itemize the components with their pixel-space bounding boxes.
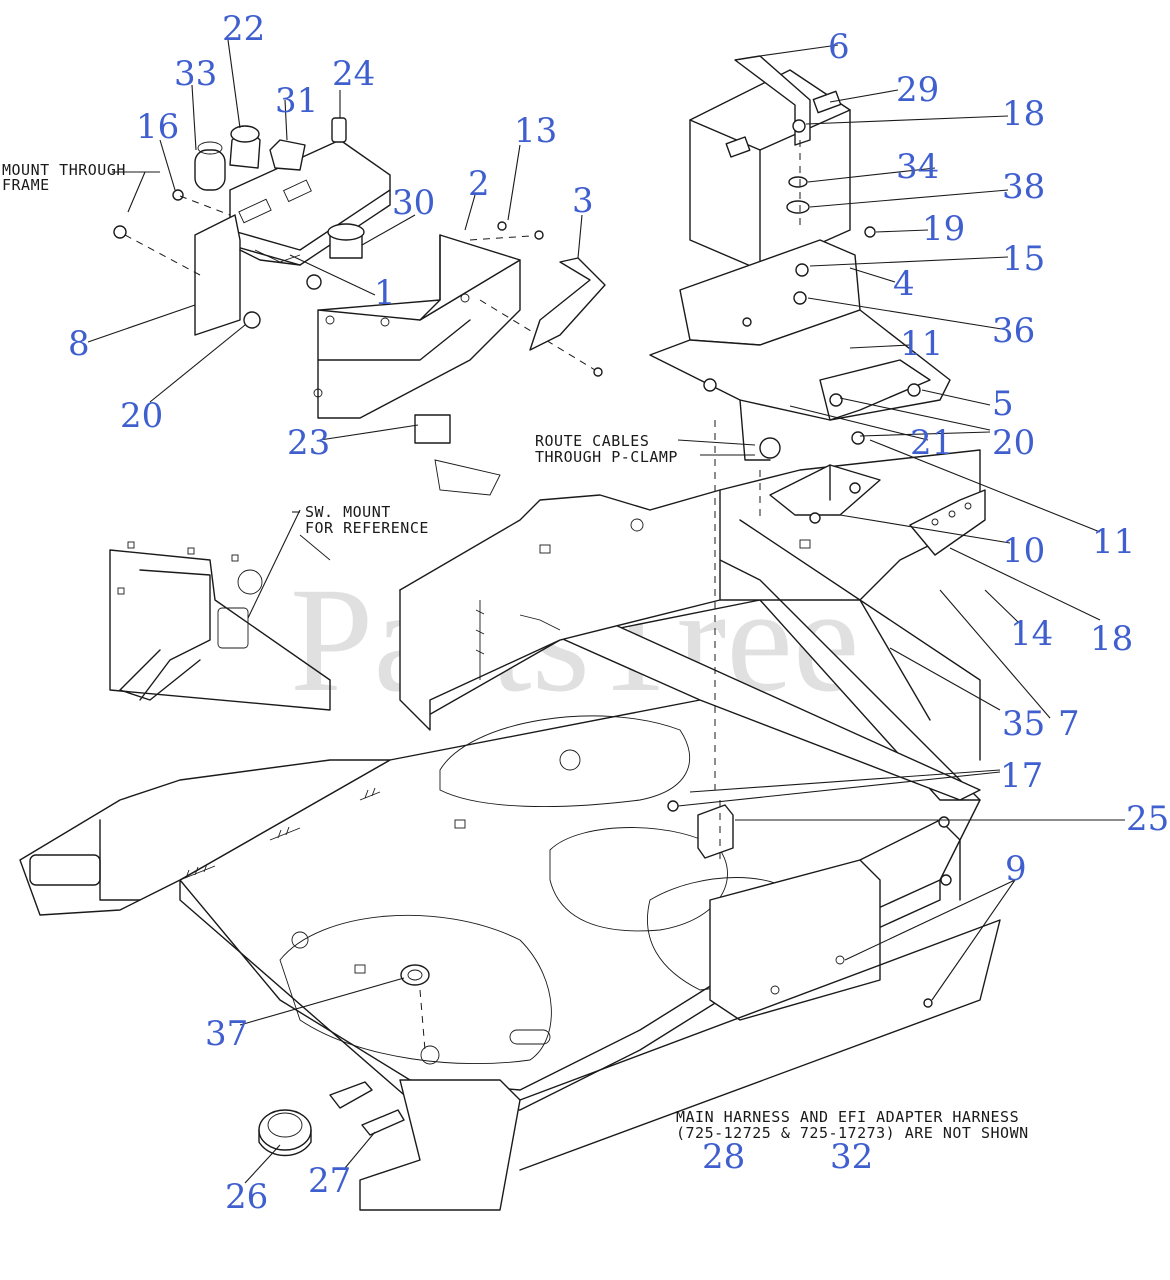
callout-4: 4 <box>893 264 915 304</box>
notes: MOUNT THROUGH FRAME ROUTE CABLES THROUGH… <box>2 161 1029 1142</box>
cover-shroud <box>313 221 603 419</box>
callout-18b: 18 <box>1090 619 1133 659</box>
callout-20b: 20 <box>992 423 1035 463</box>
callout-16: 16 <box>136 107 179 147</box>
note-sw-line1: SW. MOUNT <box>305 503 391 521</box>
note-harness-line2: (725-12725 & 725-17273) ARE NOT SHOWN <box>676 1124 1029 1142</box>
callout-24: 24 <box>332 54 375 94</box>
note-mount-line1: MOUNT THROUGH <box>2 161 126 179</box>
callout-10: 10 <box>1002 531 1045 571</box>
callouts: 1 2 3 4 5 6 7 8 9 10 11 11 13 14 15 16 1… <box>68 9 1169 1217</box>
callout-13: 13 <box>514 111 557 151</box>
callout-8: 8 <box>68 324 90 364</box>
callout-22: 22 <box>222 9 265 49</box>
callout-2: 2 <box>468 164 490 204</box>
callout-7: 7 <box>1058 704 1080 744</box>
callout-9: 9 <box>1005 849 1027 889</box>
lower-parts <box>258 800 952 1157</box>
callout-34: 34 <box>896 147 939 187</box>
callout-14: 14 <box>1010 614 1053 654</box>
bracket-10-14 <box>769 464 986 556</box>
callout-6: 6 <box>828 27 850 67</box>
note-route-line1: ROUTE CABLES <box>535 432 649 450</box>
relay-23 <box>414 414 501 496</box>
callout-1: 1 <box>374 273 396 313</box>
callout-35: 35 <box>1002 704 1045 744</box>
callout-20a: 20 <box>120 396 163 436</box>
main-frame <box>19 449 1001 1211</box>
callout-37: 37 <box>205 1014 248 1054</box>
callout-31: 31 <box>275 81 318 121</box>
note-route-line2: THROUGH P-CLAMP <box>535 448 678 466</box>
callout-32: 32 <box>830 1137 873 1177</box>
callout-21: 21 <box>910 423 953 463</box>
sw-mount-reference-view <box>109 534 331 711</box>
control-panel-assembly <box>113 117 391 336</box>
callout-19: 19 <box>922 209 965 249</box>
callout-17: 17 <box>1000 756 1043 796</box>
battery-assembly <box>689 55 851 271</box>
callout-5: 5 <box>992 384 1014 424</box>
callout-26: 26 <box>225 1177 268 1217</box>
leader-lines <box>87 39 1125 1184</box>
callout-3: 3 <box>572 181 594 221</box>
callout-38: 38 <box>1002 167 1045 207</box>
note-sw-line2: FOR REFERENCE <box>305 519 429 537</box>
callout-25: 25 <box>1126 799 1169 839</box>
callout-18a: 18 <box>1002 94 1045 134</box>
callout-29: 29 <box>896 70 939 110</box>
callout-33: 33 <box>174 54 217 94</box>
note-mount-line2: FRAME <box>2 176 50 194</box>
note-harness-line1: MAIN HARNESS AND EFI ADAPTER HARNESS <box>676 1108 1019 1126</box>
callout-11a: 11 <box>900 324 943 364</box>
callout-11b: 11 <box>1092 522 1135 562</box>
callout-27: 27 <box>308 1161 351 1201</box>
callout-15: 15 <box>1002 239 1045 279</box>
callout-36: 36 <box>992 311 1035 351</box>
callout-23: 23 <box>287 423 330 463</box>
bracket-3 <box>529 257 606 351</box>
callout-30: 30 <box>392 183 435 223</box>
callout-28: 28 <box>702 1137 745 1177</box>
